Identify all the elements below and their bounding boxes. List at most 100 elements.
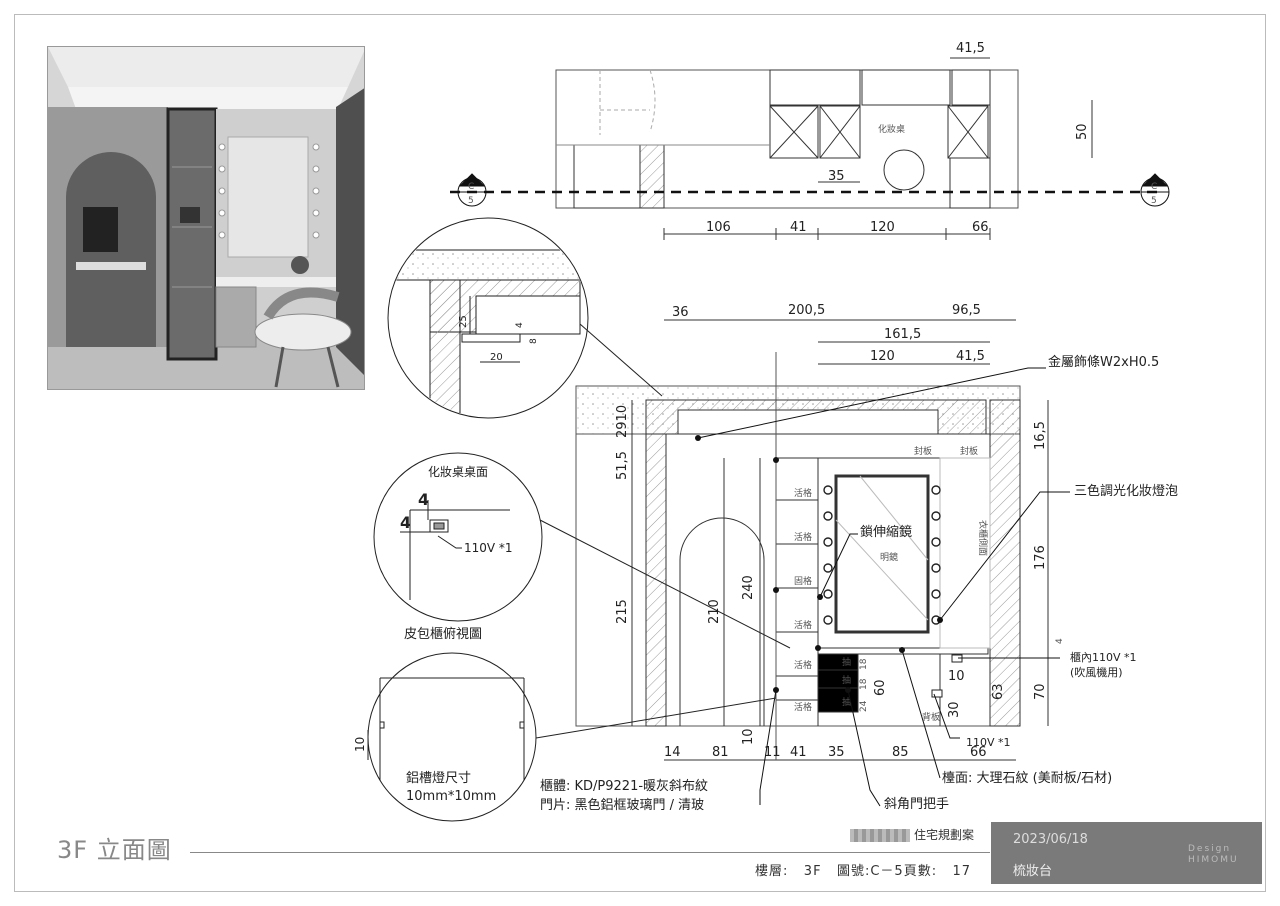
detail-circle-desk	[373, 452, 791, 649]
callout-outlet-110v: 110V *1	[966, 736, 1011, 749]
drawer-label-3: 抽	[842, 696, 851, 708]
shelf-label-5: 活格	[794, 659, 812, 671]
callout-leaders	[697, 367, 1070, 807]
section-marker-right-top: C	[1151, 182, 1157, 192]
elev-dim-left-1: 2910	[615, 405, 630, 438]
panel-label-1: 封板	[914, 445, 932, 457]
interior-rendering	[47, 46, 365, 390]
plan-dim-bottom-1: 106	[706, 220, 731, 235]
elev-dim-right-2: 176	[1033, 545, 1048, 570]
elev-dim-inner-2: 18	[859, 678, 869, 690]
elev-dim-inner-3: 24	[859, 700, 869, 712]
detail2-title: 化妝桌桌面	[428, 465, 488, 479]
drawing-sheet-border	[14, 14, 1266, 892]
elev-dim-left-5: 240	[741, 575, 756, 600]
callout-cabinet-body: 櫃體: KD/P9221-暖灰斜布紋	[540, 779, 708, 794]
page-value: 17	[952, 864, 972, 879]
detail2-note: 110V *1	[464, 541, 513, 555]
panel-label-3: 背板	[922, 711, 940, 723]
plan-dimension-lines	[663, 57, 1093, 240]
callout-door-panel: 門片: 黑色鋁框玻璃門 / 清玻	[540, 797, 704, 813]
callout-countertop: 檯面: 大理石紋 (美耐板/石材)	[942, 771, 1112, 786]
brand-line-2: HIMOMU	[1188, 855, 1239, 865]
section-marker-right-bottom: 5	[1151, 196, 1157, 206]
sheet-meta: 樓層: 3F 圖號:C－5頁數: 17	[755, 860, 971, 879]
shelf-label-2: 活格	[794, 531, 812, 543]
elev-dim-inner-4: 60	[873, 679, 888, 696]
project-suffix: 住宅規劃案	[914, 828, 975, 842]
elev-dim-bottom-1: 14	[664, 745, 681, 760]
floor-label: 樓層:	[755, 864, 789, 879]
callout-bulbs: 三色調光化妝燈泡	[1074, 483, 1178, 499]
drawing-description: 梳妝台	[1013, 864, 1053, 879]
plan-dim-inner: 35	[828, 169, 845, 184]
elev-dim-top-1: 36	[672, 305, 689, 320]
elev-dim-bottom-7: 66	[970, 745, 987, 760]
title-underline	[190, 852, 990, 853]
elev-dim-right-4: 70	[1033, 683, 1048, 700]
plan-dim-side: 50	[1075, 123, 1090, 140]
drawing-number: 圖號:C－5	[836, 864, 904, 879]
outlet-110v-icon	[931, 689, 943, 698]
detail1-dim-2: 4	[515, 322, 525, 328]
detail-circle-ceiling	[387, 217, 589, 419]
callout-dots	[695, 435, 943, 693]
elev-dim-inner-6: 30	[947, 701, 962, 718]
panel-label-2: 封板	[960, 445, 978, 457]
detail-circle-bag-cabinet	[367, 652, 777, 822]
project-name: 住宅規劃案	[850, 826, 974, 843]
rendering-illustration	[48, 47, 364, 389]
detail3-dim: 10	[353, 737, 367, 752]
elev-dim-top-3: 96,5	[952, 303, 981, 318]
elev-dim-left-2: 51,5	[615, 451, 630, 480]
elev-dim-left-3: 215	[615, 599, 630, 624]
elev-dim-top-6: 41,5	[956, 349, 985, 364]
callout-mirror: 鎖伸縮鏡	[860, 524, 912, 540]
wardrobe-label: 衣櫃側面	[977, 520, 989, 556]
shelf-label-6: 活格	[794, 701, 812, 713]
elevation-dimension-lines	[631, 319, 1049, 761]
plan-dim-bottom-2: 41	[790, 220, 807, 235]
detail2-dim-2: 4	[400, 513, 411, 532]
shelf-label-1: 活格	[794, 487, 812, 499]
shelf-label-4: 活格	[794, 619, 812, 631]
detail1-dim-4: 20	[490, 352, 503, 363]
elev-dim-bottom-6: 85	[892, 745, 909, 760]
shelf-label-3: 固格	[794, 575, 812, 587]
detail3-title: 皮包櫃俯視圖	[404, 626, 482, 642]
brand-logo: Design HIMOMU	[1188, 844, 1239, 866]
plan-dim-bottom-3: 120	[870, 220, 895, 235]
callout-metal-strip: 金屬飾條W2xH0.5	[1048, 354, 1159, 370]
title-block-panel	[991, 822, 1262, 884]
elev-dim-bottom-3: 11	[764, 745, 781, 760]
detail3-note-2: 10mm*10mm	[406, 789, 496, 804]
callout-handle: 斜角門把手	[884, 797, 949, 812]
elev-dim-bottom-2: 81	[712, 745, 729, 760]
detail3-note-1: 鋁槽燈尺寸	[406, 771, 471, 786]
elev-dim-bottom-4: 41	[790, 745, 807, 760]
detail2-dim-1: 4	[418, 490, 429, 509]
redacted-name	[850, 829, 910, 842]
plan-dim-bottom-4: 66	[972, 220, 989, 235]
section-marker-left-bottom: 5	[468, 196, 474, 206]
floor-value: 3F	[803, 864, 822, 879]
section-marker-left	[457, 173, 487, 207]
elev-dim-left-6: 10	[741, 728, 756, 745]
elev-dim-top-2: 200,5	[788, 303, 825, 318]
elev-dim-top-4: 161,5	[884, 327, 921, 342]
brand-line-1: Design	[1188, 844, 1232, 854]
detail1-dim-1: 25	[458, 315, 469, 328]
elev-dim-bottom-5: 35	[828, 745, 845, 760]
elev-dim-inner-5: 10	[948, 669, 965, 684]
elev-dim-inner-1: 18	[859, 658, 869, 670]
elev-dim-left-4: 210	[707, 599, 722, 624]
mirror-label: 明鏡	[880, 551, 898, 563]
plan-dim-top: 41,5	[956, 41, 985, 56]
page-label: 頁數:	[903, 864, 938, 879]
plan-desk-label: 化妝桌	[878, 123, 905, 135]
drawing-date: 2023/06/18	[1013, 832, 1088, 847]
section-marker-left-top: C	[468, 182, 474, 192]
plan-view	[450, 69, 1160, 209]
elev-dim-right-5: 63	[991, 683, 1006, 700]
